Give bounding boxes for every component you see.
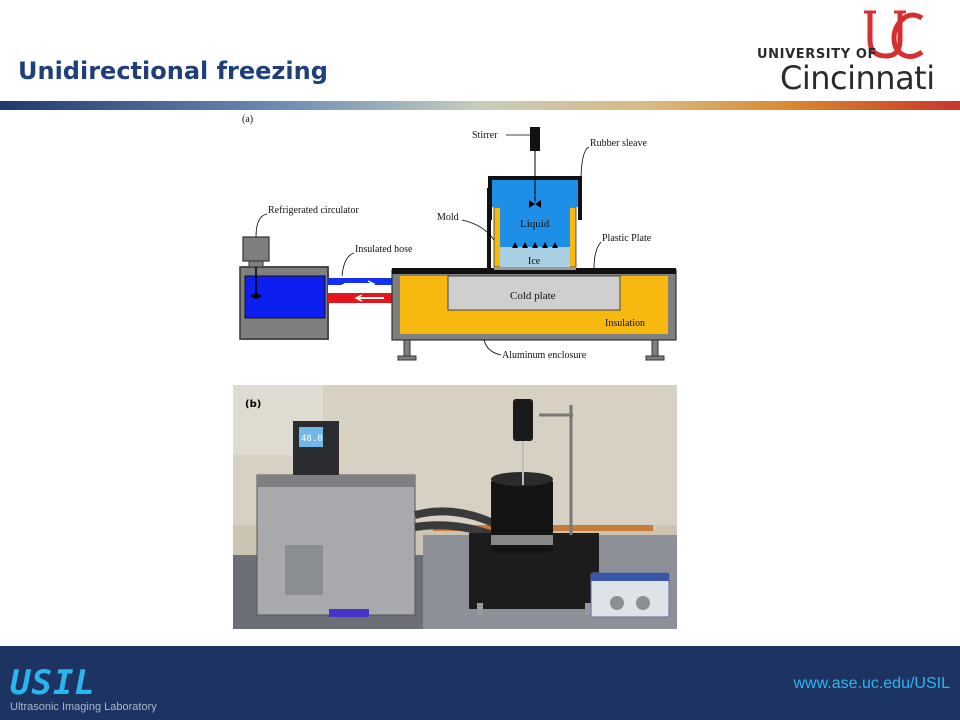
panel-label-b: (b): [245, 399, 261, 410]
circulator-display-value: 48.0: [301, 434, 323, 444]
photo-freezing-stage: [469, 472, 599, 615]
footer-bar: USIL Ultrasonic Imaging Laboratory www.a…: [0, 646, 960, 720]
logo-university-of: UNIVERSITY OF: [757, 47, 877, 62]
lab-name: Ultrasonic Imaging Laboratory: [10, 701, 157, 713]
insulated-hose: [328, 278, 452, 303]
circulator-display: [299, 427, 323, 447]
label-rubber-sleave: Rubber sleave: [590, 138, 647, 149]
freezing-setup-diagram: (a) Refrigerated circulator: [239, 114, 677, 361]
label-aluminum-enclosure: Aluminum enclosure: [502, 350, 587, 361]
logo-cincinnati: Cincinnati: [780, 59, 935, 97]
label-plastic-plate: Plastic Plate: [602, 233, 652, 244]
uc-monogram-icon: [864, 10, 924, 59]
setup-photo: 48.0 (b): [233, 385, 677, 629]
refrigerated-circulator: [239, 266, 329, 340]
slide-title: Unidirectional freezing: [18, 57, 328, 85]
circulator-head: [242, 236, 270, 299]
footer-url-link[interactable]: www.ase.uc.edu/USIL: [793, 675, 950, 692]
ice-front-arrows: [512, 242, 558, 248]
label-mold: Mold: [437, 212, 459, 223]
university-logo: UNIVERSITY OF Cincinnati: [752, 10, 942, 97]
label-ice: Ice: [528, 256, 541, 267]
label-insulation: Insulation: [605, 318, 645, 329]
photo-circulator: 48.0: [256, 421, 416, 617]
title-divider-bar: [0, 101, 960, 110]
cold-plate: [447, 275, 621, 311]
panel-label-a: (a): [242, 114, 253, 125]
photo-stirrer: [513, 399, 573, 535]
usil-logo: USIL: [10, 663, 96, 703]
label-refrigerated-circulator: Refrigerated circulator: [268, 205, 359, 216]
photo-hoses: [413, 507, 495, 539]
label-cold-plate: Cold plate: [510, 290, 556, 302]
label-insulated-hose: Insulated hose: [355, 244, 413, 255]
label-stirrer: Stirrer: [472, 130, 498, 141]
stirrer: [529, 127, 541, 208]
photo-controller: [590, 572, 670, 618]
label-liquid: Liquid: [520, 218, 550, 230]
